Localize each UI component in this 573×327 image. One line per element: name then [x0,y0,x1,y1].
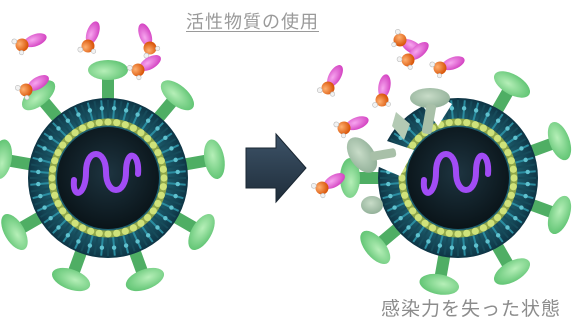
rna-strand [70,151,142,196]
arrow-right-icon [245,132,307,204]
rna-strand [420,151,492,196]
molecule-icon [15,75,49,101]
damaged-virus-icon [340,71,572,295]
molecule-icon [138,23,161,59]
molecule-icon [311,173,345,199]
envelope-texture [380,100,536,256]
molecule-icon [396,42,429,70]
bottom-caption: 感染力を失った状態 [380,298,561,320]
detached-spike-fragments [346,88,450,214]
molecule-icon [372,74,391,108]
molecule-icon [127,55,161,81]
active-agent-molecules [11,21,465,199]
molecule-icon [77,21,100,54]
molecule-icon [11,33,47,56]
molecule-icon [317,65,343,97]
membrane-ring [48,118,168,238]
envelope-texture [30,100,186,256]
top-caption: 活性物質の使用 [186,12,319,33]
intact-virus-icon [0,60,225,292]
molecule-icon [333,116,369,139]
molecule-icon [429,56,465,79]
